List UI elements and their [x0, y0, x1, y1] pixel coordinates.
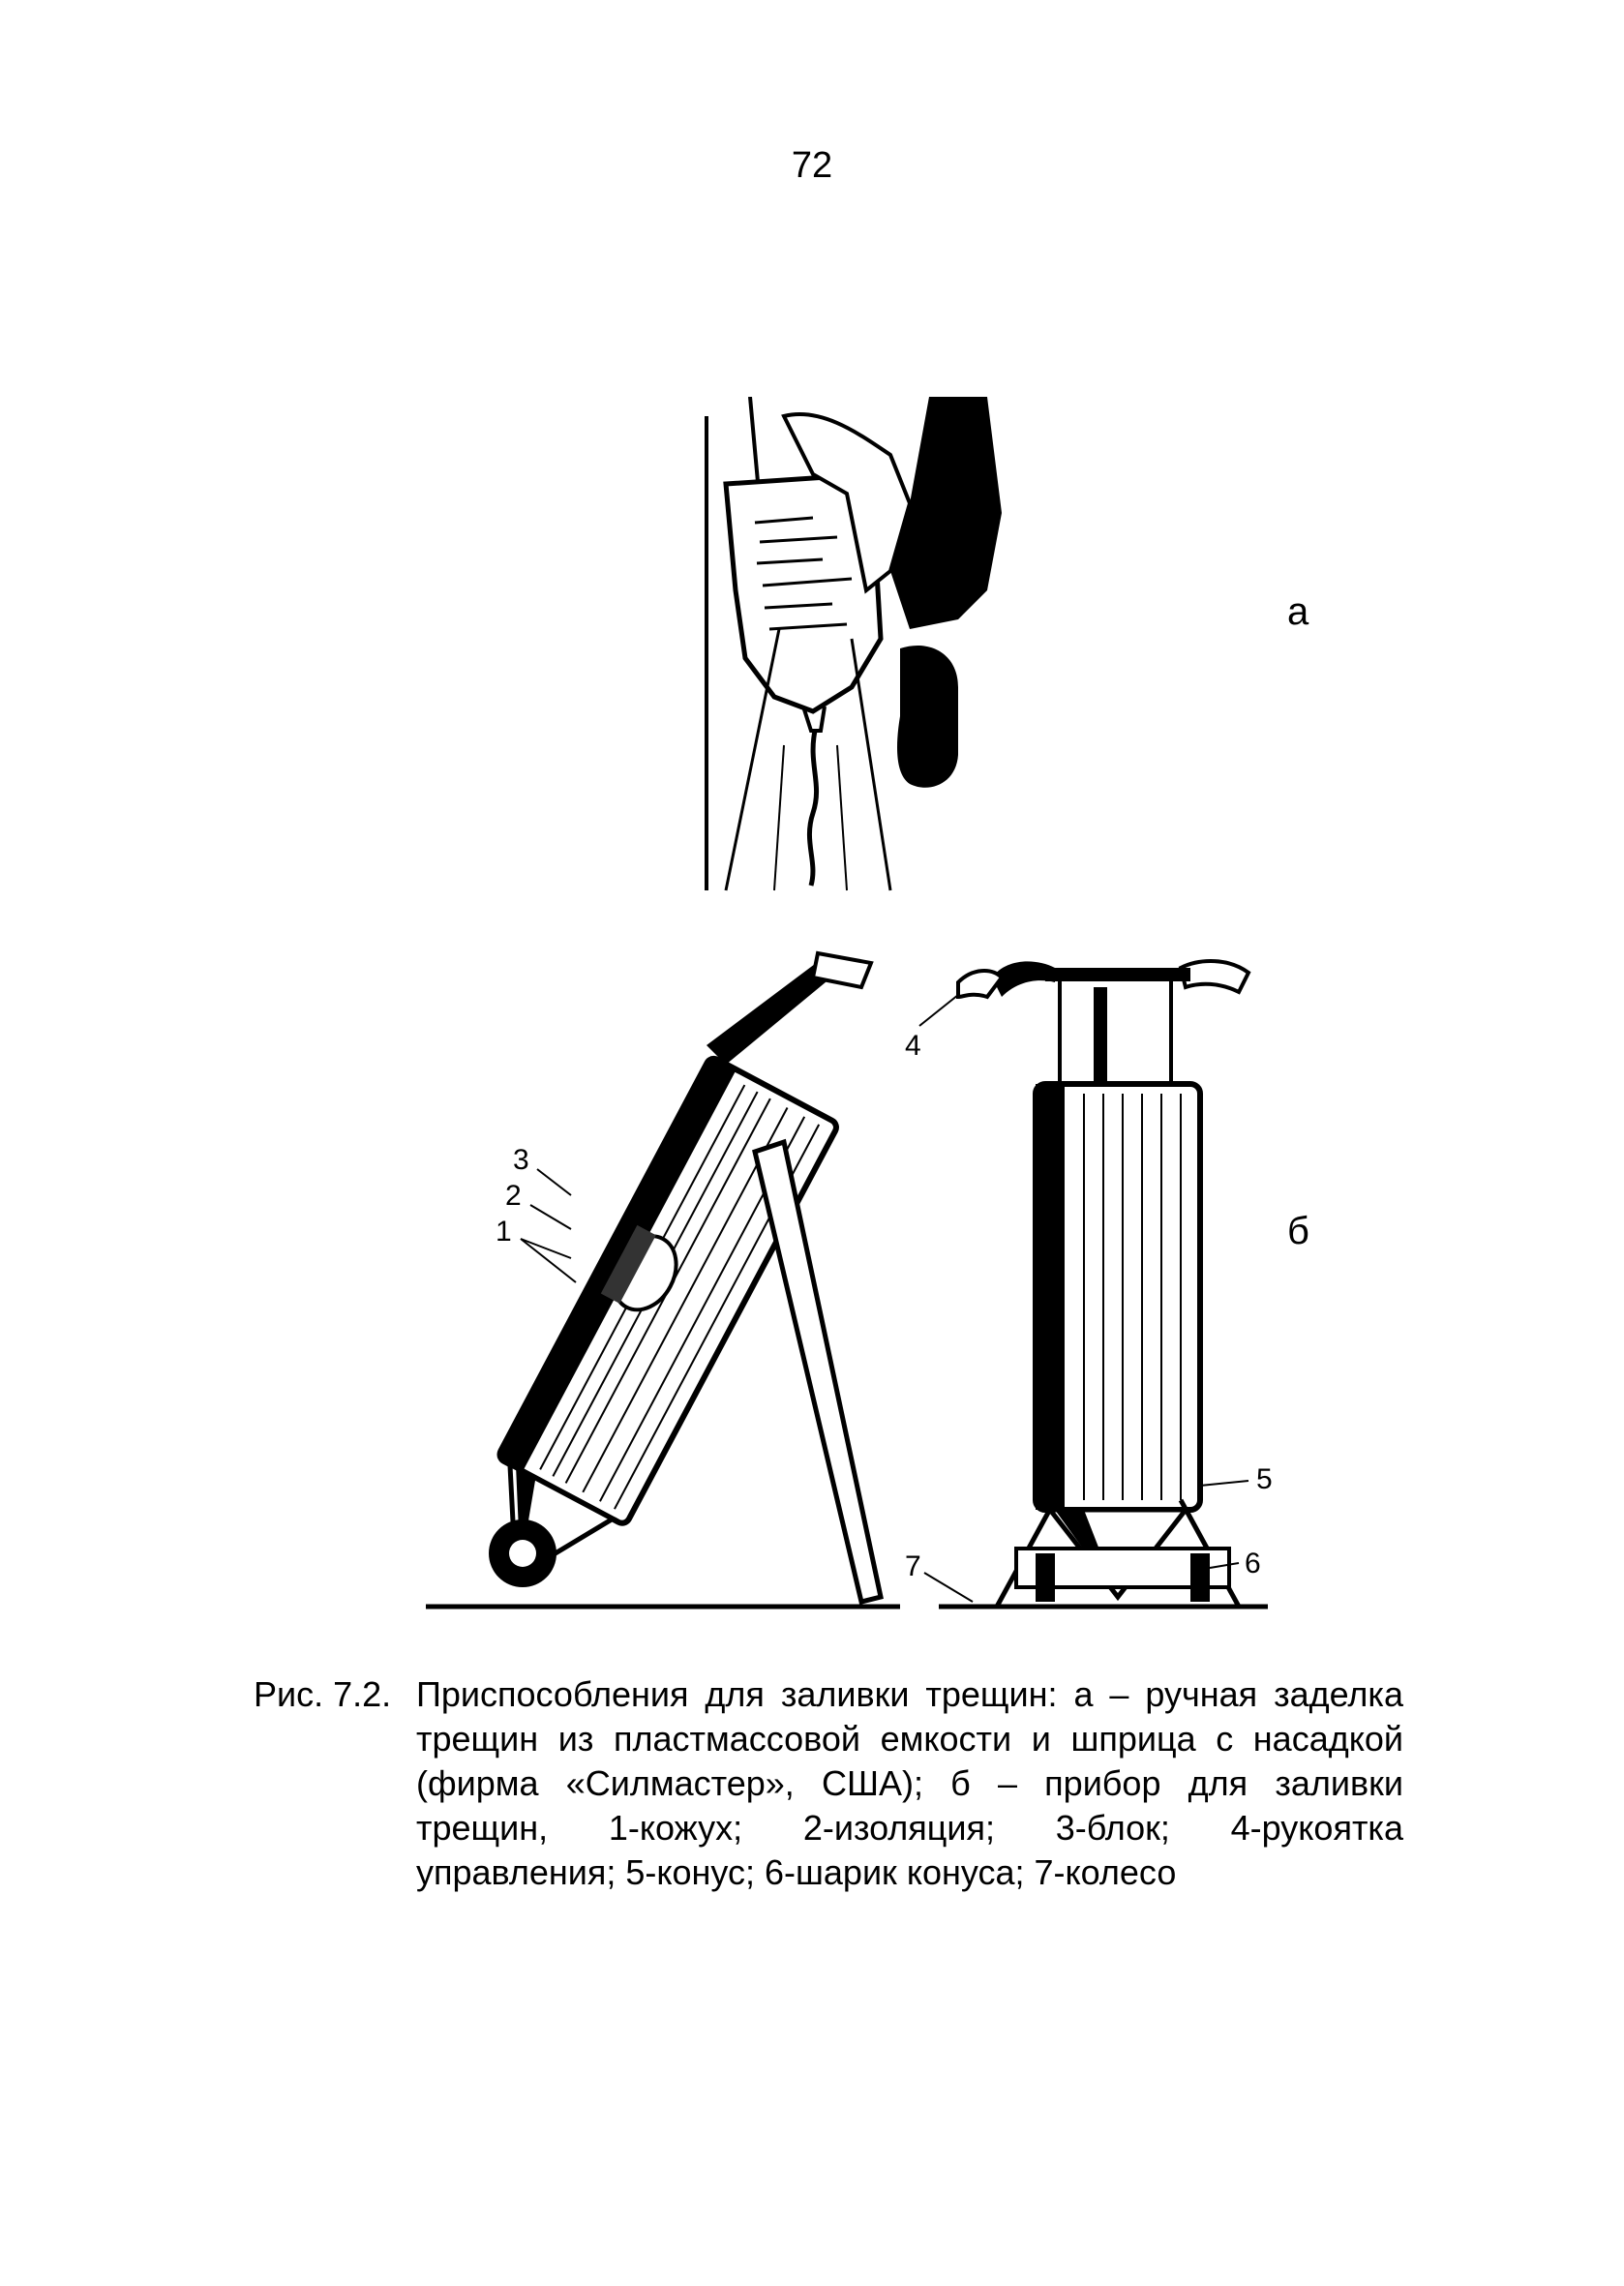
figure-label-a: а [1287, 590, 1309, 633]
figure-label-b: б [1287, 1210, 1309, 1252]
callout-2: 2 [505, 1180, 522, 1212]
device-front-view [956, 959, 1251, 1609]
sleeve-shape [890, 397, 1002, 629]
callout-7: 7 [905, 1550, 921, 1582]
device-side-view [489, 950, 884, 1606]
page-number: 72 [791, 145, 833, 186]
handle-right [1178, 959, 1251, 995]
callout-1: 1 [496, 1216, 512, 1248]
handle-grip [810, 950, 874, 990]
dark-boot-shape [897, 645, 958, 788]
caption-prefix: Рис. 7.2. [254, 1674, 392, 1714]
handle-left [992, 961, 1055, 997]
stand-leg [752, 1138, 884, 1606]
stream-line [806, 730, 820, 887]
callout-5: 5 [1256, 1463, 1273, 1495]
hand-shape [781, 412, 913, 594]
callout-6: 6 [1245, 1548, 1261, 1579]
handle-bar [707, 958, 837, 1065]
callout-3: 3 [513, 1144, 529, 1176]
figure-b-illustration: 3 2 1 4 5 6 7 [426, 950, 1273, 1609]
callout-4: 4 [905, 1030, 921, 1062]
figure-a-illustration [705, 397, 1002, 891]
caption-text: Приспособления для заливки трещин: а – р… [416, 1674, 1403, 1892]
